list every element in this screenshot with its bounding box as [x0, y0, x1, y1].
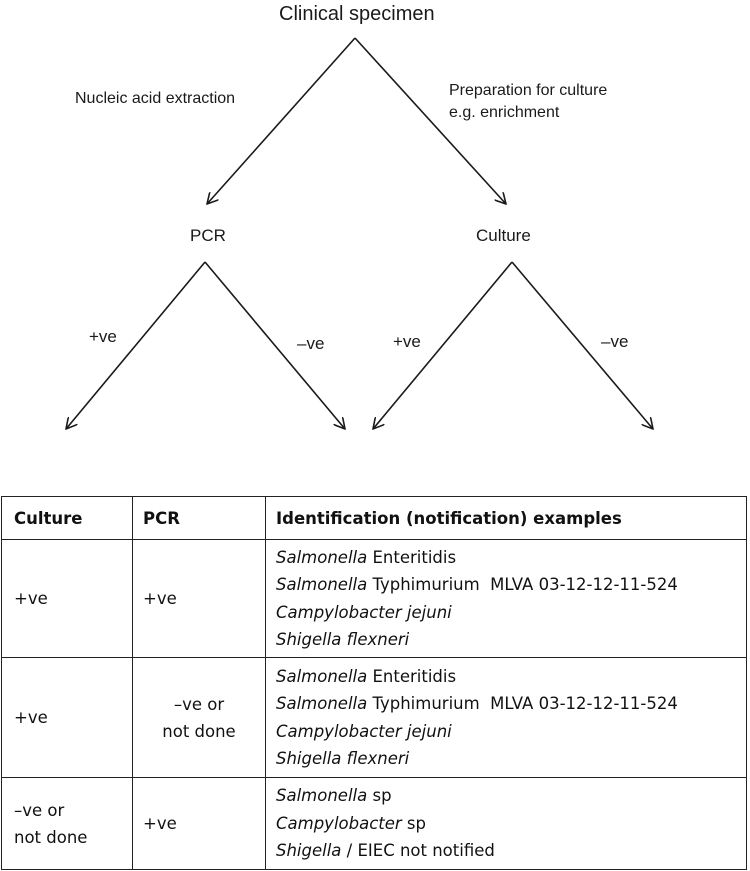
arrow-culture-positive [373, 261, 513, 429]
cell-text: +ve [143, 589, 177, 608]
organism-name: Campylobacter jejuni [276, 721, 452, 741]
cell-text: +ve [14, 589, 48, 608]
node-pcr: PCR [190, 226, 226, 245]
table-header-row: Culture PCR Identification (notification… [1, 496, 747, 540]
organism-name: Salmonella [276, 575, 368, 594]
organism-detail: Typhimurium MLVA 03-12-12-11-524 [367, 694, 678, 713]
table-row: +ve –ve or not done Salmonella Enteritid… [1, 657, 747, 778]
identification-line: Campylobacter jejuni [276, 718, 746, 746]
cell-identification: Salmonella Enteritidis Salmonella Typhim… [265, 657, 747, 778]
organism-detail: sp [367, 786, 392, 806]
organism-name: Shigella flexneri [276, 630, 410, 649]
organism-detail: Typhimurium MLVA 03-12-12-11-524 [367, 575, 678, 594]
edge-label-pcr-positive: +ve [89, 327, 117, 346]
cell-pcr: –ve or not done [132, 657, 266, 778]
identification-line: Salmonella Enteritidis [276, 544, 746, 572]
edge-label-nucleic-acid-extraction: Nucleic acid extraction [75, 90, 236, 107]
arrow-pcr-negative [204, 261, 345, 429]
identification-line: Campylobacter sp [276, 810, 746, 838]
cell-pcr: +ve [132, 539, 266, 658]
organism-name: Campylobacter [276, 813, 402, 833]
edge-label-culture-negative: –ve [601, 332, 629, 351]
cell-text: +ve [14, 708, 48, 727]
identification-line: Salmonella sp [276, 782, 746, 810]
cell-text: –ve or [173, 694, 225, 714]
identification-line: Salmonella Enteritidis [276, 663, 746, 691]
organism-name: Campylobacter jejuni [276, 602, 452, 622]
header-pcr: PCR [132, 496, 266, 540]
edge-label-pcr-negative: –ve [297, 334, 325, 353]
organism-name: Salmonella [276, 786, 368, 806]
organism-detail: Enteritidis [367, 547, 457, 567]
edge-label-line: Preparation for culture [449, 82, 608, 99]
organism-detail: / EIEC not notified [341, 841, 495, 861]
identification-line: Campylobacter jejuni [276, 599, 746, 627]
flowchart-arrows [0, 37, 750, 470]
edge-label-line: e.g. enrichment [449, 104, 560, 121]
identification-line: Salmonella Typhimurium MLVA 03-12-12-11-… [276, 571, 746, 599]
organism-name: Shigella [276, 841, 342, 861]
cell-identification: Salmonella sp Campylobacter sp Shigella … [265, 777, 747, 870]
table-row: +ve +ve Salmonella Enteritidis Salmonell… [1, 539, 747, 658]
arrow-to-culture [354, 37, 506, 204]
organism-detail: Enteritidis [367, 666, 457, 686]
cell-text: not done [162, 721, 236, 741]
cell-text: –ve or [14, 800, 65, 820]
identification-line: Shigella flexneri [276, 745, 746, 773]
header-identification: Identification (notification) examples [265, 496, 747, 540]
cell-identification: Salmonella Enteritidis Salmonella Typhim… [265, 539, 747, 658]
header-culture: Culture [1, 496, 133, 540]
organism-name: Salmonella [276, 694, 368, 713]
cell-culture: +ve [1, 657, 133, 778]
cell-text: not done [14, 827, 88, 847]
cell-culture: –ve or not done [1, 777, 133, 870]
arrow-culture-negative [511, 261, 653, 429]
organism-name: Shigella flexneri [276, 749, 410, 768]
arrow-to-pcr [207, 37, 356, 204]
organism-name: Salmonella [276, 666, 368, 686]
edge-label-culture-positive: +ve [393, 332, 421, 351]
root-node-clinical-specimen: Clinical specimen [279, 3, 435, 25]
cell-culture: +ve [1, 539, 133, 658]
edge-label-preparation-for-culture: Preparation for culture e.g. enrichment [449, 80, 607, 124]
flowchart: Clinical specimen Nucleic acid extractio… [0, 3, 750, 470]
cell-pcr: +ve [132, 777, 266, 870]
table-row: –ve or not done +ve Salmonella sp Campyl… [1, 777, 747, 870]
identification-line: Shigella / EIEC not notified [276, 837, 746, 865]
organism-detail: sp [401, 813, 427, 833]
arrow-pcr-positive [66, 261, 206, 429]
cell-text: +ve [143, 814, 177, 833]
results-table: Culture PCR Identification (notification… [1, 496, 747, 870]
identification-line: Shigella flexneri [276, 626, 746, 654]
organism-name: Salmonella [276, 547, 368, 567]
identification-line: Salmonella Typhimurium MLVA 03-12-12-11-… [276, 690, 746, 718]
node-culture: Culture [476, 226, 531, 245]
